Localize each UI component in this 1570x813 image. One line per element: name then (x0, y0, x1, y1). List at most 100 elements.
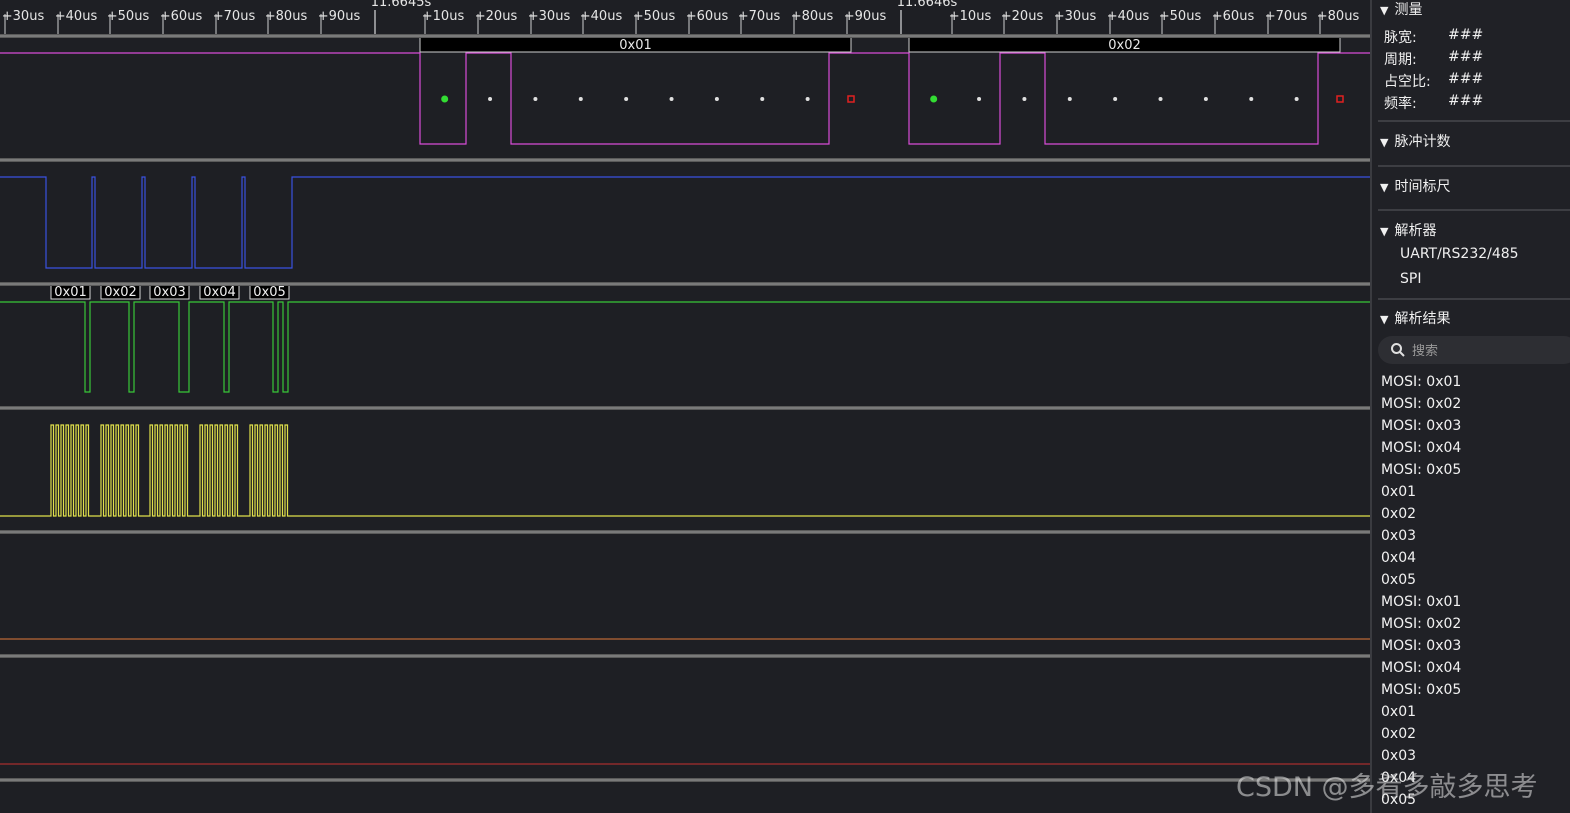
uart-waveform (0, 52, 1370, 145)
spi-decode-label: 0x04 (203, 285, 236, 300)
measure-section-header[interactable]: ▼测量 (1380, 0, 1422, 19)
decoder-title: 解析器 (1394, 223, 1437, 239)
ruler-absolute-time: 11.6645s (370, 0, 432, 10)
spi-decode-label: 0x03 (153, 285, 186, 300)
time-ruler-section-header[interactable]: ▼时间标尺 (1380, 176, 1450, 196)
mosi-waveform (0, 301, 1370, 393)
result-item[interactable]: MOSI: 0x04 (1381, 440, 1462, 456)
channel-separator[interactable] (0, 282, 1370, 286)
ruler-tick-label: +50us (1158, 9, 1202, 24)
result-item[interactable]: 0x05 (1381, 572, 1417, 588)
channel-separator[interactable] (0, 158, 1370, 162)
uart-data-bit (977, 97, 982, 101)
result-item[interactable]: MOSI: 0x04 (1381, 660, 1462, 676)
uart-data-bit (1158, 97, 1163, 101)
result-item[interactable]: 0x04 (1381, 770, 1417, 786)
section-divider (1378, 165, 1570, 167)
measure-value-duty: ### (1448, 71, 1484, 87)
ruler-tick-label: +50us (106, 9, 150, 24)
decoder-item-uart[interactable]: UART/RS232/485 (1400, 246, 1519, 262)
uart-data-bit (578, 97, 583, 101)
ruler-tick-label: +90us (843, 9, 887, 24)
section-divider (1378, 298, 1570, 300)
channel-separator[interactable] (0, 778, 1370, 782)
collapse-triangle-icon: ▼ (1380, 225, 1389, 238)
ruler-tick-label: +20us (1000, 9, 1044, 24)
time-ruler[interactable]: +30us+40us+50us+60us+70us+80us+90us+10us… (0, 0, 1370, 36)
uart-data-bit (1294, 97, 1299, 101)
result-item[interactable]: MOSI: 0x03 (1381, 418, 1462, 434)
measure-title: 测量 (1394, 2, 1423, 18)
ruler-tick-label: +60us (685, 9, 729, 24)
result-item[interactable]: MOSI: 0x05 (1381, 682, 1462, 698)
ruler-tick-label: +30us (527, 9, 571, 24)
results-search[interactable] (1378, 336, 1570, 364)
uart-data-bit (1203, 97, 1208, 101)
collapse-triangle-icon: ▼ (1380, 136, 1389, 149)
measure-value-width: ### (1448, 27, 1484, 43)
decoder-item-spi[interactable]: SPI (1400, 271, 1422, 287)
channel-separator[interactable] (0, 530, 1370, 534)
pulse-count-title: 脉冲计数 (1394, 134, 1451, 150)
uart-stop-bit (847, 95, 855, 103)
result-item[interactable]: MOSI: 0x01 (1381, 594, 1462, 610)
uart-data-bit (760, 97, 765, 101)
ruler-tick-label: +70us (212, 9, 256, 24)
result-item[interactable]: MOSI: 0x05 (1381, 462, 1462, 478)
channel-separator[interactable] (0, 654, 1370, 658)
ruler-tick-label: +90us (317, 9, 361, 24)
result-item[interactable]: 0x03 (1381, 748, 1417, 764)
uart-stop-bit (1336, 95, 1344, 103)
ruler-tick-label: +70us (737, 9, 781, 24)
ruler-tick-label: +60us (159, 9, 203, 24)
cs-waveform (0, 176, 1370, 269)
result-item[interactable]: 0x01 (1381, 704, 1417, 720)
results-title: 解析结果 (1394, 311, 1451, 327)
result-item[interactable]: 0x05 (1381, 792, 1417, 808)
spi-decode-label: 0x01 (54, 285, 87, 300)
uart-data-bit (1067, 97, 1072, 101)
uart-data-bit (669, 97, 674, 101)
result-item[interactable]: MOSI: 0x01 (1381, 374, 1462, 390)
search-input[interactable] (1410, 340, 1564, 362)
pulse-count-section-header[interactable]: ▼ 脉冲计数 (1380, 131, 1450, 151)
result-item[interactable]: MOSI: 0x03 (1381, 638, 1462, 654)
ruler-tick-label: +80us (790, 9, 834, 24)
result-item[interactable]: 0x03 (1381, 528, 1417, 544)
measure-value-freq: ### (1448, 93, 1484, 109)
uart-data-bit (533, 97, 538, 101)
result-item[interactable]: 0x02 (1381, 506, 1417, 522)
uart-data-bit (1022, 97, 1027, 101)
ruler-tick-label: +40us (54, 9, 98, 24)
ruler-tick-label: +70us (1264, 9, 1308, 24)
spi-decode-label: 0x05 (253, 285, 286, 300)
uart-data-bit (488, 97, 493, 101)
clk-waveform (0, 424, 1370, 517)
results-section-header[interactable]: ▼解析结果 (1380, 308, 1450, 328)
waveform-view[interactable]: +30us+40us+50us+60us+70us+80us+90us+10us… (0, 0, 1370, 813)
result-item[interactable]: 0x04 (1381, 550, 1417, 566)
uart-data-bit (1249, 97, 1254, 101)
right-panel: ▼测量 脉宽: ### 周期: ### 占空比: ### 频率: ### ▼脉冲… (1370, 0, 1570, 813)
result-item[interactable]: MOSI: 0x02 (1381, 616, 1462, 632)
spi-decode-label: 0x02 (104, 285, 137, 300)
watermark: CSDN @多肴多敲多思考 (1236, 772, 1538, 803)
uart-start-bit (930, 95, 938, 103)
uart-data-bit (714, 97, 719, 101)
time-ruler-title: 时间标尺 (1394, 179, 1451, 195)
ruler-tick-label: +40us (579, 9, 623, 24)
uart-frame-label: 0x01 (619, 38, 652, 53)
measure-label-freq: 频率: (1384, 96, 1417, 112)
result-item[interactable]: 0x01 (1381, 484, 1417, 500)
ruler-tick-label: +30us (1, 9, 45, 24)
ruler-ticks (4, 10, 1321, 34)
channel-separator[interactable] (0, 406, 1370, 410)
ruler-tick-label: +80us (1316, 9, 1360, 24)
result-item[interactable]: 0x02 (1381, 726, 1417, 742)
uart-data-bit (624, 97, 629, 101)
ruler-tick-label: +60us (1211, 9, 1255, 24)
result-item[interactable]: MOSI: 0x02 (1381, 396, 1462, 412)
measure-label-duty: 占空比: (1384, 74, 1431, 90)
decoder-section-header[interactable]: ▼ 解析器 (1380, 220, 1436, 240)
